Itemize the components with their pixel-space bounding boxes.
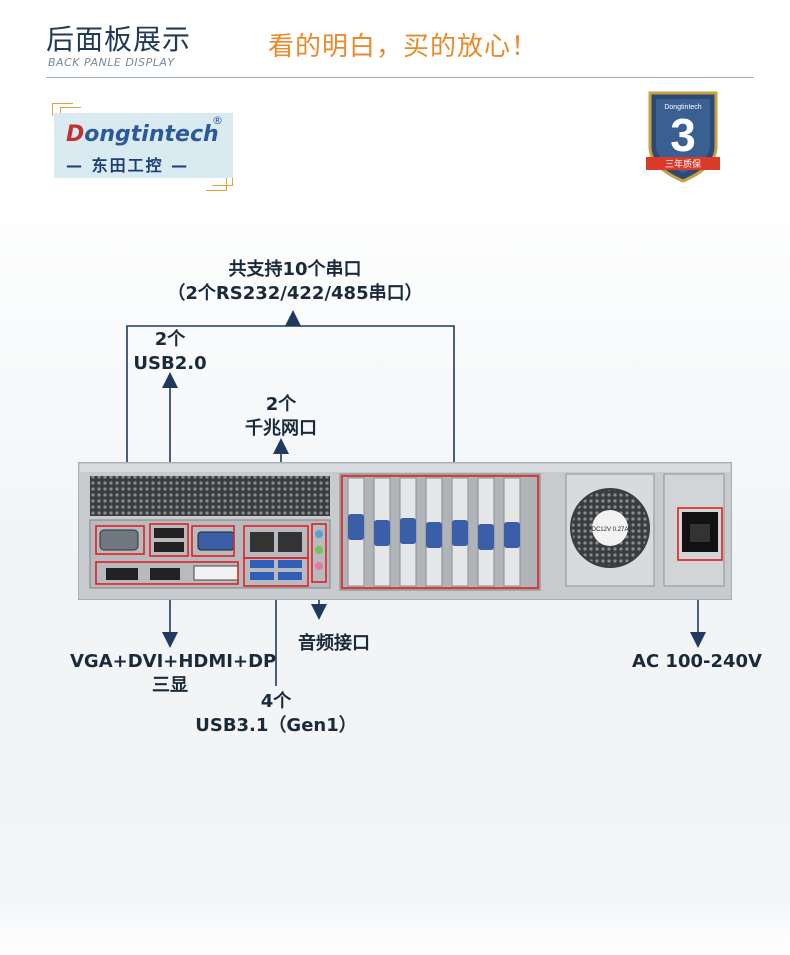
usb2-label-line2: USB2.0 [133, 353, 207, 374]
logo-panel [54, 113, 233, 178]
usb2-label: 2个 USB2.0 [110, 328, 230, 376]
lan-label-line2: 千兆网口 [245, 418, 317, 439]
page-title: 后面板展示 [46, 23, 192, 56]
power-label: AC 100-240V [632, 651, 762, 672]
badge-number: 3 [670, 109, 696, 161]
badge-caption: 三年质保 [665, 158, 701, 170]
usb3-label-line2: USB3.1（Gen1） [195, 715, 357, 736]
usb3-label-line1: 4个 [260, 691, 292, 712]
audio-label: 音频接口 [298, 633, 370, 654]
lan-label-line1: 2个 [265, 394, 297, 415]
brand-subtitle: — 东田工控 — [66, 156, 190, 175]
slogan: 看的明白，买的放心！ [268, 32, 539, 62]
chassis-back-panel: DC12V 0.27A [78, 462, 732, 600]
brand-initial: D [66, 122, 85, 147]
usb3-label: 4个 USB3.1（Gen1） [176, 690, 376, 738]
serial-label-line2: （2个RS232/422/485串口） [167, 283, 423, 304]
brand-name: ongtintech [84, 122, 219, 147]
logo-corner-bottom [212, 173, 233, 186]
logo-corner-top [52, 103, 73, 116]
serial-label: 共支持10个串口 （2个RS232/422/485串口） [150, 258, 440, 306]
brand-logo: Dongtintech [66, 122, 219, 147]
display-label: VGA+DVI+HDMI+DP 三显 [70, 650, 277, 698]
registered-mark: ® [212, 114, 223, 127]
header-divider [46, 77, 754, 78]
usb2-label-line1: 2个 [154, 329, 186, 350]
display-label-line1: VGA+DVI+HDMI+DP [70, 651, 277, 672]
lan-label: 2个 千兆网口 [221, 393, 341, 441]
logo-corner-bottom-inner [206, 178, 227, 191]
page-subtitle: BACK PANLE DISPLAY [48, 56, 175, 69]
serial-label-line1: 共支持10个串口 [228, 259, 362, 280]
display-label-line2: 三显 [152, 675, 188, 696]
warranty-badge-icon: Dongtintech 3 三年质保 [646, 91, 720, 183]
fan-label: DC12V 0.27A [592, 527, 629, 533]
badge-brand: Dongtintech [664, 104, 701, 111]
